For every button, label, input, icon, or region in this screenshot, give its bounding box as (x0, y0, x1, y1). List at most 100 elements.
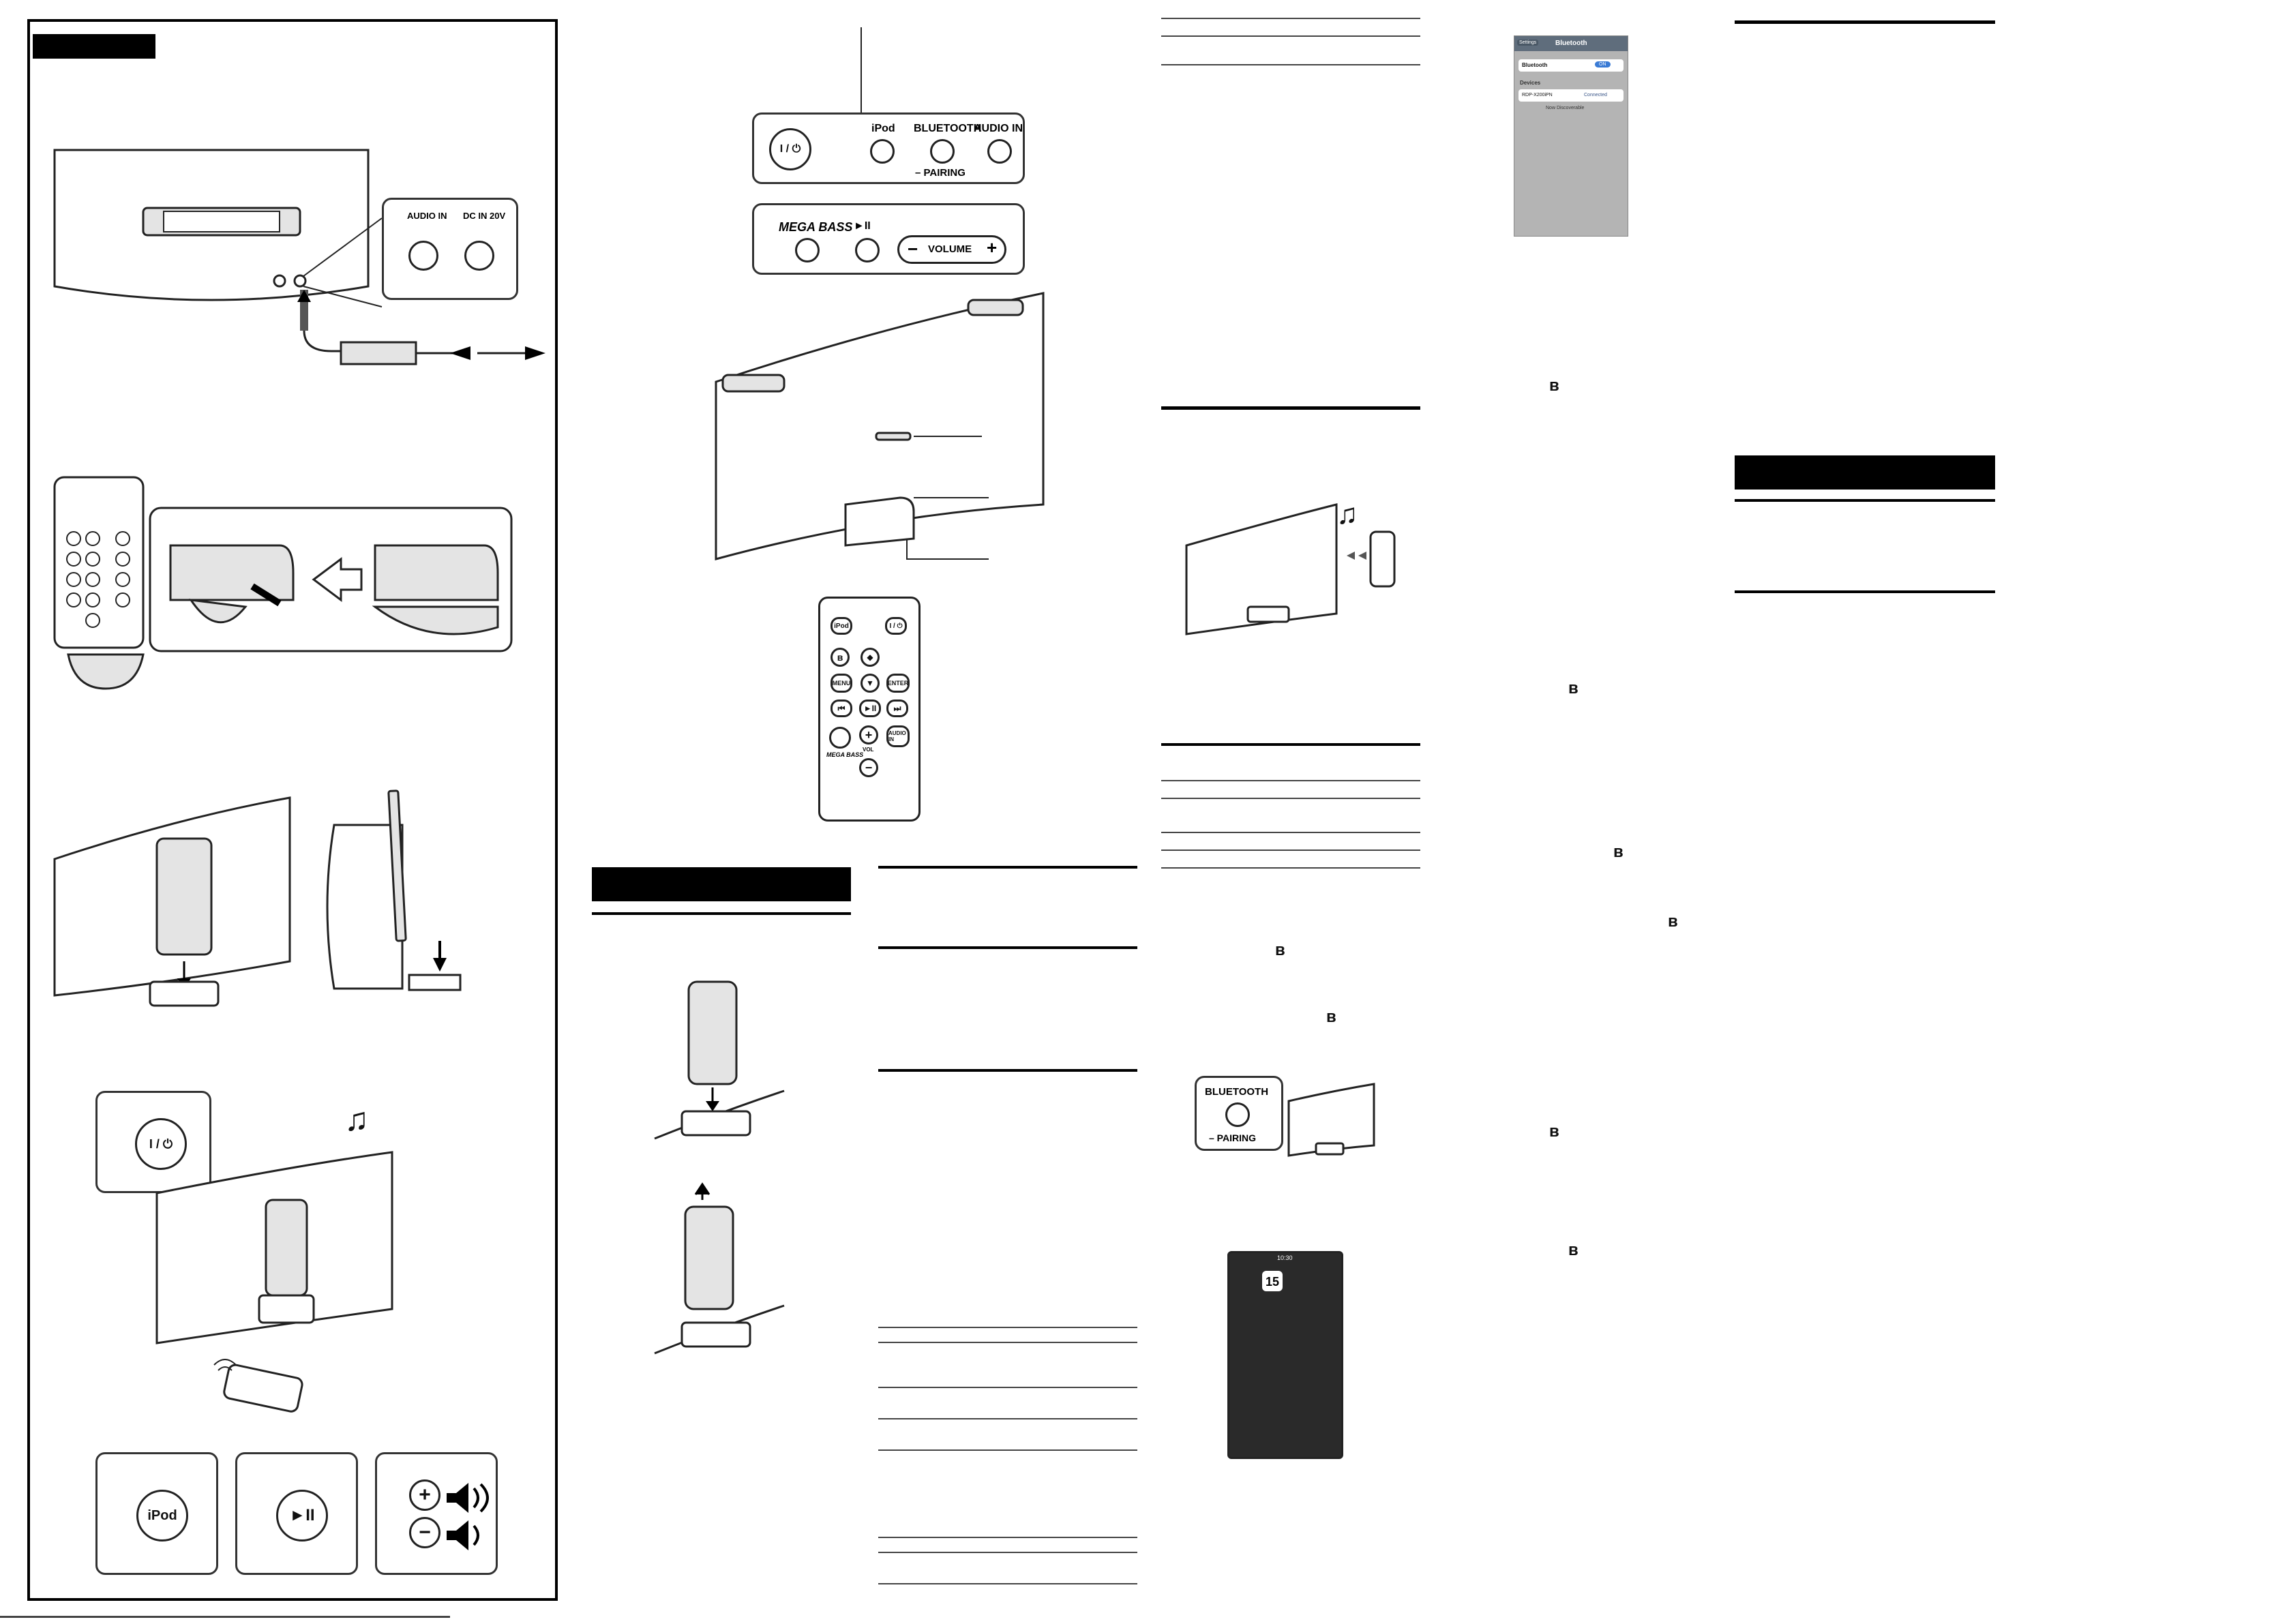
remote-pointing-illustration (213, 1359, 303, 1413)
table-line-7 (878, 1552, 1137, 1553)
bluetooth-icon: ʙ (1568, 679, 1579, 697)
audio-in-jack (408, 241, 438, 271)
remote-key-audio-in: AUDIO IN (886, 725, 910, 747)
pairing-unit-illustration (1287, 1083, 1375, 1157)
table-line-6 (878, 1537, 1137, 1538)
table-line-c3-3 (1161, 64, 1420, 65)
rear-audio-in-label: AUDIO IN (407, 211, 447, 221)
calendar-app-icon: 15 (1262, 1271, 1283, 1291)
remote-key-prev: ⏮ (831, 700, 852, 717)
bluetooth-icon: ʙ (1549, 1122, 1559, 1141)
pairing-callout: BLUETOOTH – PAIRING (1195, 1076, 1283, 1151)
speaker-icon (447, 1483, 489, 1550)
ios-bluetooth-row-label: Bluetooth (1522, 62, 1548, 68)
section-header-bar (33, 34, 155, 59)
pairing-label: – PAIRING (915, 167, 966, 179)
remote-key-down: ▼ (861, 674, 880, 693)
callout-bluetooth-button (1225, 1102, 1250, 1127)
stream-illustration (1185, 503, 1396, 635)
dock-remove-illustration (654, 1182, 785, 1355)
table-line-c3-2 (1161, 35, 1420, 37)
rule-c2r-1 (878, 866, 1137, 869)
rule-c5-2 (1735, 499, 1995, 502)
remote-key-bluetooth: ʙ (831, 648, 850, 667)
step-4-vol-plus: + (409, 1479, 440, 1511)
ipod-label: iPod (871, 123, 895, 134)
step-2-ipod-button: iPod (136, 1490, 188, 1542)
remote-vol-label: VOL (863, 747, 874, 753)
ios-bluetooth-screen: Settings Bluetooth Bluetooth ON Devices … (1514, 35, 1628, 237)
audio-in-button (987, 139, 1012, 164)
bluetooth-icon: ʙ (1326, 1008, 1336, 1026)
ios-title: Bluetooth (1555, 40, 1587, 47)
mega-bass-label: MEGA BASS (779, 220, 853, 234)
ios-device-row[interactable]: RDP-X200iPN Connected (1518, 89, 1624, 102)
rule-c5-3 (1735, 590, 1995, 593)
dc-in-jack (464, 241, 494, 271)
table-line-c3-7 (1161, 849, 1420, 851)
table-line-5 (878, 1449, 1137, 1451)
front-unit-illustration (715, 292, 1045, 560)
bluetooth-icon: ʙ (1613, 843, 1624, 861)
rear-connector-callout: AUDIO IN DC IN 20V (382, 198, 518, 300)
table-line-2 (878, 1342, 1137, 1343)
bluetooth-label: BLUETOOTH (914, 123, 982, 134)
volume-minus: − (908, 239, 918, 259)
ios-device-status: Connected (1584, 93, 1607, 97)
play-pause-button (855, 238, 880, 262)
step-4-callout (375, 1452, 498, 1575)
ios-bluetooth-row: Bluetooth ON (1518, 59, 1624, 72)
bluetooth-icon: ʙ (1549, 376, 1559, 395)
remote-key-play: ►II (859, 700, 881, 717)
bluetooth-icon: ʙ (1275, 941, 1285, 959)
ios-bluetooth-toggle[interactable]: ON (1595, 61, 1611, 67)
table-line-c3-6 (1161, 832, 1420, 833)
bluetooth-button (930, 139, 955, 164)
remote-key-power: I / ⏻ (885, 617, 907, 635)
volume-rocker: − VOLUME + (897, 235, 1006, 264)
table-line-1 (878, 1327, 1137, 1328)
remote-battery-illustration (53, 476, 513, 690)
remote-key-menu: MENU (831, 674, 852, 693)
bottom-rule (0, 1616, 450, 1618)
section-bar-left (592, 867, 851, 901)
remote-key-mega-bass (829, 727, 851, 749)
remote-key-up: ◆ (861, 648, 880, 667)
callout-pairing-label: – PAIRING (1209, 1132, 1256, 1143)
remote-key-vol-minus: − (859, 758, 878, 777)
ios-navbar (1514, 36, 1628, 51)
remote-mega-bass-label: MEGA BASS (826, 751, 864, 758)
table-line-3 (878, 1387, 1137, 1388)
step-1-music-note: ♫ (344, 1102, 369, 1138)
stream-music-note: ♫ (1336, 498, 1358, 530)
volume-plus: + (987, 237, 998, 258)
section-bar-right (1735, 455, 1995, 490)
audio-in-label: AUDIO IN (974, 123, 1023, 134)
dock-insert-illustration (654, 980, 785, 1140)
table-line-8 (878, 1583, 1137, 1584)
table-line-4 (878, 1418, 1137, 1419)
table-line-c3-4 (1161, 780, 1420, 781)
setup-frame (27, 19, 558, 1601)
volume-label: VOLUME (928, 243, 972, 255)
rule-c3-2 (1161, 743, 1420, 746)
mega-bass-button (795, 238, 820, 262)
table-line-c3-8 (1161, 867, 1420, 869)
remote-key-enter: ENTER (886, 674, 910, 693)
table-line-c3-1 (1161, 18, 1420, 19)
step-4-vol-minus: − (409, 1517, 440, 1548)
dock-phone-illustration (53, 790, 462, 1007)
ios-device-name: RDP-X200iPN (1522, 93, 1553, 97)
ios-discoverable: Now Discoverable (1546, 106, 1585, 110)
ios-back-button[interactable]: Settings (1517, 40, 1539, 46)
rule-c2r-3 (878, 1069, 1137, 1072)
bluetooth-icon: ʙ (1668, 912, 1678, 931)
rear-unit-illustration (53, 149, 545, 365)
remote-key-ipod: iPod (831, 617, 852, 635)
rule-c5-1 (1735, 20, 1995, 24)
rule-c2r-2 (878, 946, 1137, 949)
leader-line (861, 27, 862, 150)
top-panel-callout: I / ⏻ iPod BLUETOOTH AUDIO IN – PAIRING (752, 112, 1025, 184)
front-panel-callout: MEGA BASS ►II − VOLUME + (752, 203, 1025, 275)
section-rule (592, 912, 851, 915)
